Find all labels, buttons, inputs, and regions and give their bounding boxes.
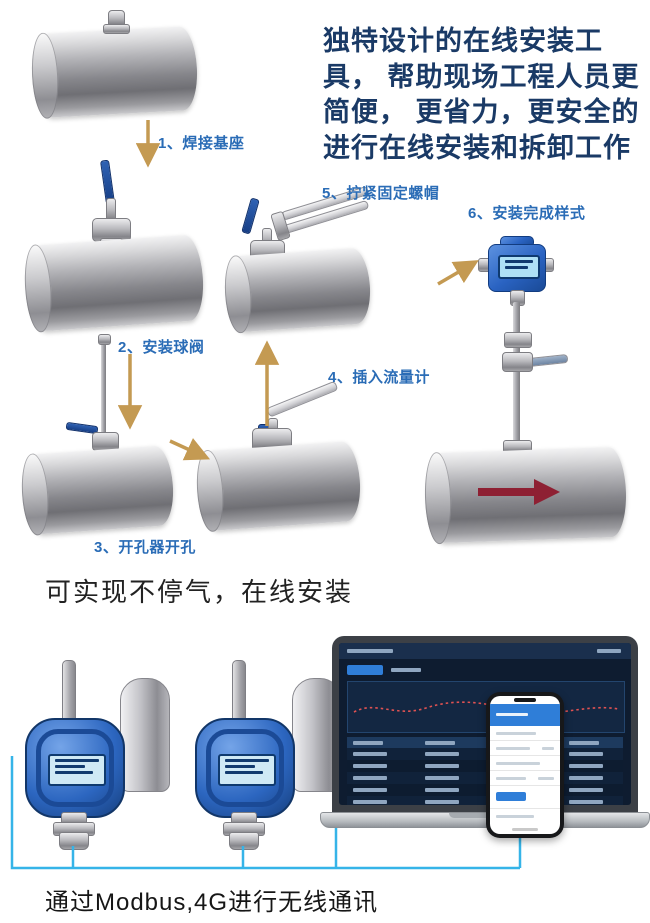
topbar-title-bar	[347, 649, 393, 653]
phone-app-header	[490, 704, 560, 726]
header-cell-bar	[569, 741, 599, 745]
lcd-text-line	[225, 759, 269, 762]
meter-stem	[513, 302, 520, 452]
pipe-step3	[22, 444, 176, 536]
phone-action-button	[496, 792, 526, 801]
trend-line-chart	[353, 701, 619, 715]
table-header-row	[347, 737, 623, 748]
pipe-step1	[32, 25, 200, 119]
bottom-caption: 通过Modbus,4G进行无线通讯	[45, 889, 379, 916]
gas-detector-1	[25, 718, 125, 818]
phone-home-indicator	[512, 828, 538, 831]
lock-nut	[504, 332, 532, 348]
transmitter-display	[498, 255, 540, 279]
valve-handle-step5	[241, 197, 260, 235]
step-label-1: 1、焊接基座	[158, 135, 245, 152]
pipe-step6	[426, 446, 628, 544]
display-line	[505, 266, 528, 269]
lcd-text-line	[225, 765, 255, 768]
display-line	[505, 260, 533, 263]
header-cell-bar	[353, 741, 383, 745]
step-label-2: 2、安装球阀	[118, 339, 205, 356]
lcd-text-line	[225, 771, 263, 774]
step-label-6: 6、安装完成样式	[468, 205, 586, 222]
pipe-step2	[25, 234, 206, 332]
drill-rod-step3	[101, 342, 106, 444]
dashboard-button	[347, 665, 383, 675]
arrow-step5-6	[437, 260, 479, 286]
mid-heading: 可实现不停气，在线安装	[45, 577, 354, 607]
lcd-text-line	[55, 765, 85, 768]
valve-lever-step6	[527, 353, 569, 368]
smartphone	[486, 692, 564, 838]
pipe-step4	[197, 440, 363, 532]
lcd-text-line	[55, 771, 93, 774]
valve-body-step6	[502, 352, 533, 372]
phone-header-title-bar	[496, 713, 528, 716]
lcd-text-line	[55, 759, 99, 762]
step-label-3: 3、开孔器开孔	[94, 539, 196, 556]
intro-paragraph: 独特设计的在线安装工具， 帮助现场工程人员更简便， 更省力，更安全的进行在线安装…	[323, 26, 640, 163]
table-row	[347, 796, 623, 805]
table-row	[347, 760, 623, 772]
dashboard-filter-bar	[391, 668, 421, 672]
laptop-base	[320, 812, 650, 828]
phone-row	[490, 808, 560, 823]
topbar-menu-bar	[597, 649, 621, 653]
dashboard-topbar	[339, 643, 631, 659]
pipe-step5	[225, 247, 373, 333]
table-row	[347, 772, 623, 784]
detector-sensor-2	[229, 832, 259, 850]
phone-row	[490, 726, 560, 741]
phone-notch	[514, 698, 536, 702]
arrow-step3-4	[169, 438, 211, 461]
gas-detector-2	[195, 718, 295, 818]
weld-base-plate	[103, 24, 130, 34]
detector-sensor-1	[59, 832, 89, 850]
table-row	[347, 748, 623, 760]
drill-rod-tip-step3	[98, 334, 111, 345]
detector-lcd-1	[48, 754, 106, 786]
silver-cylinder-1	[120, 678, 170, 792]
detector-lcd-2	[218, 754, 276, 786]
step-label-5: 5、拧紧固定螺帽	[322, 185, 440, 202]
table-row	[347, 784, 623, 796]
antenna-2	[232, 660, 246, 722]
laptop	[332, 636, 638, 812]
phone-row	[490, 741, 560, 756]
phone-screen	[490, 696, 560, 834]
antenna-1	[62, 660, 76, 722]
step-label-4: 4、插入流量计	[328, 369, 430, 386]
laptop-dashboard	[339, 643, 631, 805]
transmitter-head	[488, 244, 546, 292]
header-cell-bar	[425, 741, 455, 745]
phone-row	[490, 756, 560, 771]
phone-row	[490, 771, 560, 786]
